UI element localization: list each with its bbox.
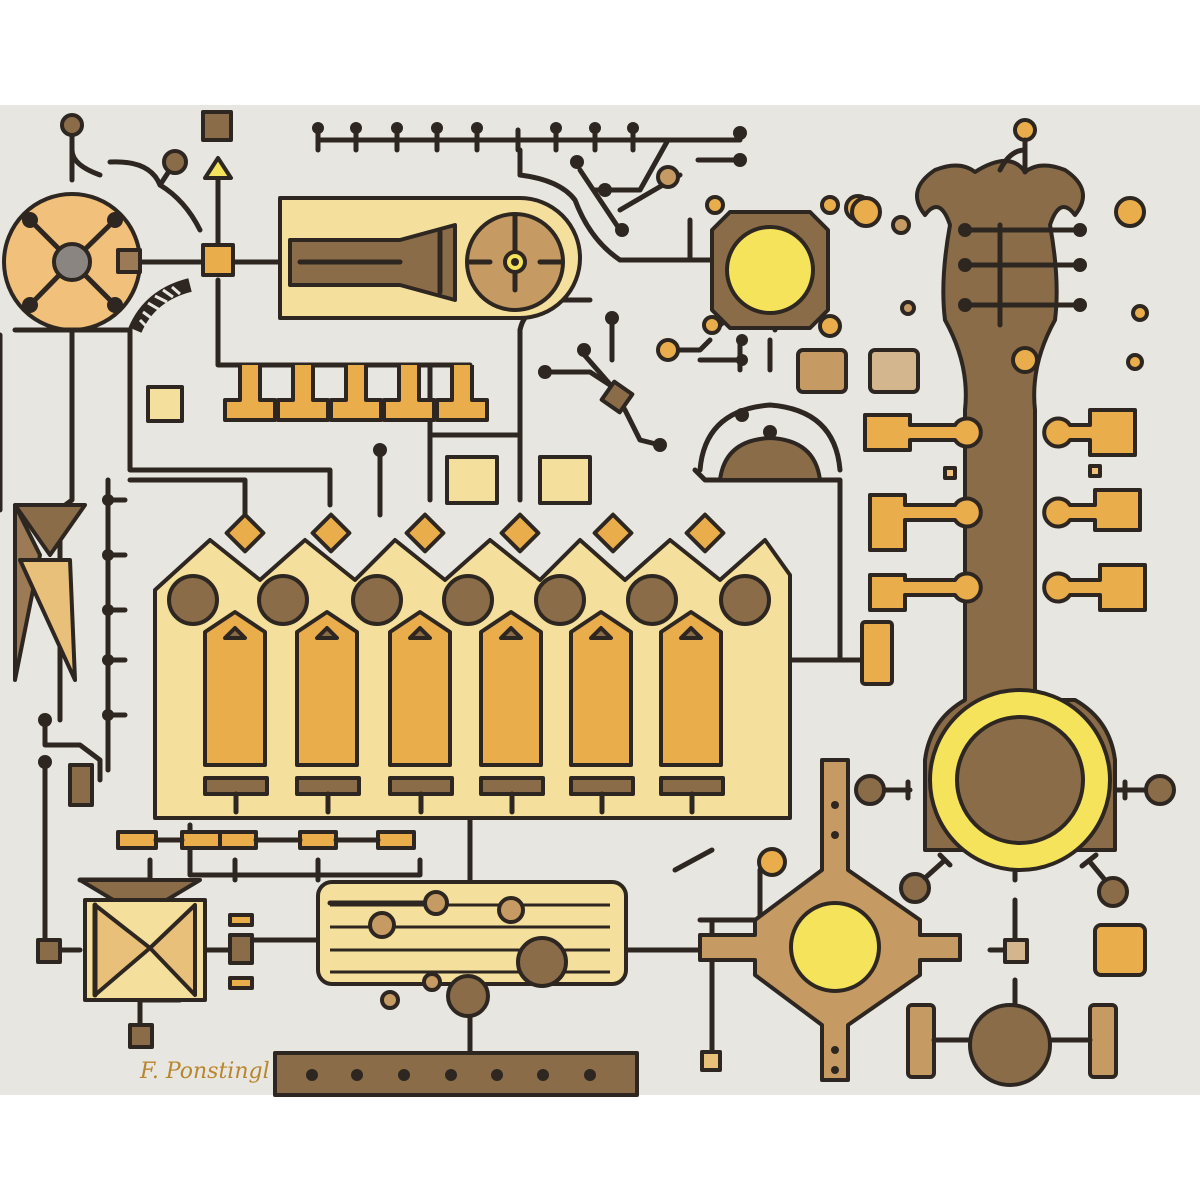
t-connectors	[146, 365, 489, 423]
top-left-pins	[60, 110, 235, 334]
yellow-square-1	[445, 455, 499, 505]
left-side-parts	[0, 332, 114, 807]
bottom-strip	[273, 1051, 639, 1097]
yellow-square-2	[538, 455, 592, 505]
dome-node	[697, 402, 843, 482]
gear-wheel	[2, 192, 142, 333]
signal-board	[316, 880, 628, 1018]
key-shapes	[860, 408, 1147, 686]
cross-node	[698, 758, 1029, 1082]
main-bank	[153, 512, 792, 820]
artist-signature: F. Ponstingl	[139, 1059, 270, 1084]
tall-resonator	[850, 118, 1146, 872]
valve-component	[36, 878, 254, 1049]
tan-block-2	[868, 348, 920, 394]
octagon-node	[710, 210, 830, 330]
top-capsule	[278, 196, 582, 320]
tan-block-1	[796, 348, 848, 394]
circuit-lines	[42, 122, 1153, 1063]
right-lower-pins	[854, 774, 1176, 1087]
scatter-pins	[312, 122, 1149, 457]
lower-left-bars	[116, 830, 416, 850]
